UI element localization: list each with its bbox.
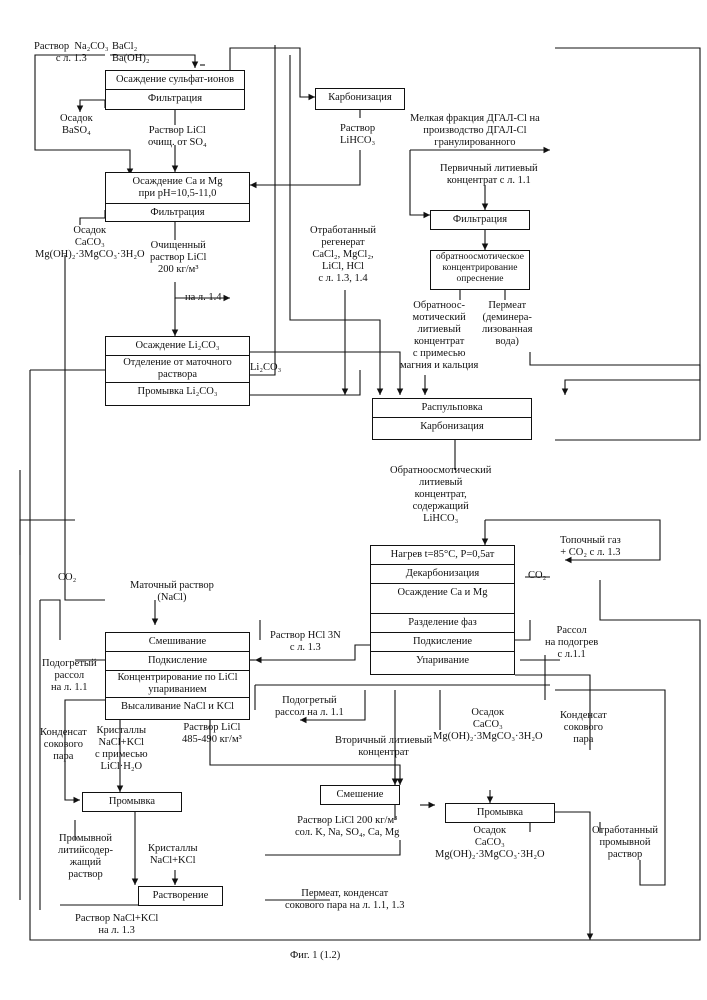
step-heating: Нагрев t=85°C, P=0,5ат xyxy=(371,546,514,565)
label-heated-brine-mid: Подогретый рассол на л. 1.1 xyxy=(275,695,344,719)
label-brine-heating: Рассол на подогрев с л.1.1 xyxy=(545,625,598,661)
block-mixing-2: Смешение xyxy=(320,785,400,805)
label-permeate: Пермеат (деминера- лизованная вода) xyxy=(482,300,532,348)
label-co2-left: CO₂ xyxy=(58,572,76,584)
label-mother-liquor: Маточный раствор (NaCl) xyxy=(130,580,214,604)
block-heating: Нагрев t=85°C, P=0,5ат Декарбонизация Ос… xyxy=(370,545,515,675)
label-licl-200: Раствор LiCl 200 кг/м³ сол. K, Na, SO₄, … xyxy=(295,815,399,839)
block-sulfate-precipitation: Осаждение сульфат-ионов Фильтрация xyxy=(105,70,245,110)
label-to-l14: на л. 1.4 xyxy=(185,292,222,304)
step-salting-out: Высаливание NaCl и KCl xyxy=(106,698,249,716)
label-bacl2-baoh2: BaCl₂ Ba(OH)₂ xyxy=(112,41,149,65)
label-licl-so4: Раствор LiCl очищ. от SO₄ xyxy=(148,125,207,149)
step-repulping: Распульповка xyxy=(373,399,531,418)
block-camg-precipitation: Осаждение Ca и Mg при pH=10,5-11,0 Фильт… xyxy=(105,172,250,222)
step-camg-precipitation-2: Осаждение Ca и Mg xyxy=(371,584,514,614)
label-crystals-2: Кристаллы NaCl+KCl xyxy=(148,843,198,867)
label-heated-brine-left: Подогретый рассол на л. 1.1 xyxy=(42,658,97,694)
step-dissolution: Растворение xyxy=(139,887,222,905)
label-primary-concentrate: Первичный литиевый концентрат с л. 1.1 xyxy=(440,163,538,187)
step-li2co3-washing: Промывка Li₂CO₃ xyxy=(106,383,249,401)
label-na2co3: Раствор Na₂CO₃ с л. 1.3 xyxy=(34,41,109,65)
label-caco3-3: Осадок CaCO₃ Mg(OH)₂·3MgCO₃·3H₂O xyxy=(435,825,545,861)
step-washing-1: Промывка xyxy=(83,793,181,811)
step-licl-concentration: Концентрирование по LiCl упариванием xyxy=(106,671,249,698)
step-washing-2: Промывка xyxy=(446,804,554,822)
block-reverse-osmosis: обратноосмотическое концентрирование опр… xyxy=(430,250,530,290)
block-mixing: Смешивание Подкисление Концентрирование … xyxy=(105,632,250,720)
block-washing-1: Промывка xyxy=(82,792,182,812)
block-carbonization-1: Карбонизация xyxy=(315,88,405,110)
figure-caption: Фиг. 1 (1.2) xyxy=(290,950,340,962)
step-reverse-osmosis: обратноосмотическое концентрирование опр… xyxy=(431,251,529,286)
step-evaporation: Упаривание xyxy=(371,652,514,670)
step-mother-liquor-separation: Отделение от маточного раствора xyxy=(106,356,249,383)
step-acidification-2: Подкисление xyxy=(371,633,514,652)
step-mixing-2: Смешение xyxy=(321,786,399,804)
block-washing-2: Промывка xyxy=(445,803,555,823)
label-crystals: Кристаллы NaCl+KCl с примесью LiCl·H₂O xyxy=(95,725,148,773)
step-camg-precipitation: Осаждение Ca и Mg при pH=10,5-11,0 xyxy=(106,173,249,204)
label-dgal: Мелкая фракция ДГАЛ-Cl на производство Д… xyxy=(410,113,540,149)
label-condensate-1: Конденсат сокового пара xyxy=(40,727,87,763)
label-ro-concentrate-lihco3: Обратноосмотический литиевый концентрат,… xyxy=(390,465,491,525)
label-caco3-2: Осадок CaCO₃ Mg(OH)₂·3MgCO₃·3H₂O xyxy=(433,707,543,743)
step-filtration-1: Фильтрация xyxy=(106,90,244,108)
label-ro-concentrate: Обратноос- мотический литиевый концентра… xyxy=(400,300,478,372)
block-dissolution: Растворение xyxy=(138,886,223,906)
label-flue-gas: Топочный газ + CO₂ с л. 1.3 xyxy=(560,535,621,559)
label-lihco3: Раствор LiHCO₃ xyxy=(340,123,375,147)
step-li2co3-precipitation: Осаждение Li₂CO₃ xyxy=(106,337,249,356)
step-decarbonization: Декарбонизация xyxy=(371,565,514,584)
step-filtration-3: Фильтрация xyxy=(431,211,529,229)
label-purified-licl: Очищенный раствор LiCl 200 кг/м³ xyxy=(150,240,206,276)
label-li2co3: Li₂CO₃ xyxy=(250,362,281,374)
block-li2co3: Осаждение Li₂CO₃ Отделение от маточного … xyxy=(105,336,250,406)
step-filtration-2: Фильтрация xyxy=(106,204,249,222)
step-carbonization-2: Карбонизация xyxy=(373,418,531,436)
label-permeate-condensate: Пермеат, конденсат сокового пара на л. 1… xyxy=(285,888,405,912)
step-mixing: Смешивание xyxy=(106,633,249,652)
step-sulfate-precipitation: Осаждение сульфат-ионов xyxy=(106,71,244,90)
step-carbonization-1: Карбонизация xyxy=(316,89,404,107)
label-baso4: Осадок BaSO₄ xyxy=(60,113,93,137)
step-acidification: Подкисление xyxy=(106,652,249,671)
label-secondary-concentrate: Вторичный литиевый концентрат xyxy=(335,735,432,759)
block-filtration-ro: Фильтрация xyxy=(430,210,530,230)
label-nacl-kcl: Раствор NaCl+KCl на л. 1.3 xyxy=(75,913,158,937)
label-licl-485: Раствор LiCl 485-490 кг/м³ xyxy=(182,722,242,746)
label-hcl: Раствор HCl 3N с л. 1.3 xyxy=(270,630,341,654)
label-wash-solution: Промывной литийсодер- жащий раствор xyxy=(58,833,113,881)
label-spent-wash: Отработанный промывной раствор xyxy=(592,825,658,861)
block-repulping: Распульповка Карбонизация xyxy=(372,398,532,440)
label-co2-right: CO₂ xyxy=(528,570,546,582)
label-condensate-2: Конденсат сокового пара xyxy=(560,710,607,746)
label-regenerate: Отработанный регенерат CaCl₂, MgCl₂, LiC… xyxy=(310,225,376,285)
label-caco3-1: Осадок CaCO₃ Mg(OH)₂·3MgCO₃·3H₂O xyxy=(35,225,145,261)
step-phase-separation: Разделение фаз xyxy=(371,614,514,633)
